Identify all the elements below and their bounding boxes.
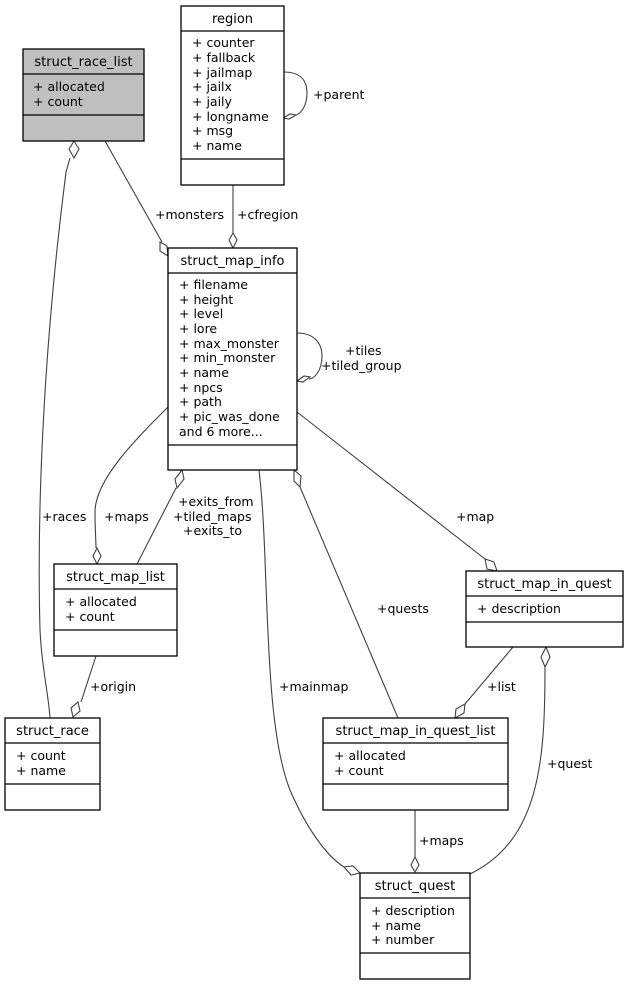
class-member: + allocated (334, 748, 406, 763)
class-struct-map-list[interactable]: struct_map_list + allocated + count (53, 563, 178, 657)
edge-label-monsters: +monsters (155, 207, 224, 222)
class-member: + filename (179, 277, 248, 292)
edge-region-parent-diamond (281, 113, 298, 120)
class-member: + min_monster (179, 350, 276, 365)
edge-maps-list-diamond (92, 546, 102, 566)
edge-exits-diamond (174, 468, 185, 490)
class-member: + npcs (179, 380, 223, 395)
class-member: + pic_was_done (179, 409, 280, 424)
edge-monsters (104, 140, 163, 243)
class-member: + description (371, 903, 455, 918)
edge-origin (80, 655, 97, 703)
class-member: + level (179, 306, 223, 321)
edge-map-info-self (296, 332, 323, 380)
edge-label-tiled-group: +tiled_group (321, 358, 402, 373)
edge-label-quests: +quests (377, 601, 429, 616)
edge-quest (469, 666, 546, 875)
class-struct-quest[interactable]: struct_quest + description + name + numb… (359, 872, 471, 980)
edge-label-races: +races (42, 509, 86, 524)
edge-map (296, 411, 486, 560)
edge-label-tiles: +tiles (345, 343, 382, 358)
class-member: + number (371, 932, 435, 947)
edge-quest-diamond (540, 645, 551, 669)
edge-quests-diamond (293, 468, 302, 489)
class-member: + counter (192, 35, 255, 50)
edge-exits (136, 487, 177, 565)
class-member: + longname (192, 109, 269, 124)
edge-label-parent: +parent (313, 87, 365, 102)
class-member: + name (371, 918, 421, 933)
class-member: + count (16, 748, 66, 763)
class-member: + lore (179, 321, 217, 336)
edge-monsters-diamond (159, 241, 169, 258)
edge-map-diamond (484, 558, 498, 572)
class-struct-map-in-quest[interactable]: struct_map_in_quest + description (465, 570, 624, 648)
class-member: + jailx (192, 79, 232, 94)
class-struct-map-in-quest-list[interactable]: struct_map_in_quest_list + allocated + c… (322, 717, 509, 811)
class-member: + name (192, 138, 242, 153)
class-member: + count (334, 763, 384, 778)
class-member: + max_monster (179, 336, 280, 351)
edge-label-origin: +origin (90, 679, 136, 694)
class-member: + name (16, 763, 66, 778)
edge-origin-diamond (70, 700, 81, 719)
edge-maps-list (94, 406, 169, 549)
class-member: + allocated (33, 79, 105, 94)
class-member: + description (477, 601, 561, 616)
edge-label-exits-from: +exits_from (178, 494, 254, 509)
edge-label-mainmap: +mainmap (279, 679, 349, 694)
class-member: + name (179, 365, 229, 380)
edge-region-parent (283, 71, 308, 116)
edge-races-diamond (68, 139, 80, 160)
edge-list-diamond (454, 703, 466, 719)
class-member: + height (179, 292, 233, 307)
class-title: struct_race (16, 724, 89, 739)
edge-label-cfregion: +cfregion (237, 207, 298, 222)
edge-label-maps-list: +maps (104, 509, 149, 524)
edges: +parent +monsters +cfregion +tiles +tile… (38, 71, 593, 876)
class-member: + allocated (65, 594, 137, 609)
class-title: struct_map_in_quest_list (336, 724, 496, 739)
class-title: struct_race_list (34, 55, 132, 70)
edge-label-map: +map (456, 509, 494, 524)
edge-mainmap (258, 469, 345, 868)
edge-label-exits-to: +exits_to (183, 523, 242, 538)
class-title: region (212, 12, 253, 27)
class-member: + count (65, 609, 115, 624)
class-member: + path (179, 394, 222, 409)
class-member: + msg (192, 123, 233, 138)
class-struct-map-info[interactable]: struct_map_info + filename + height + le… (167, 247, 298, 471)
class-member: and 6 more... (179, 424, 263, 439)
edge-label-quest: +quest (547, 756, 593, 771)
class-title: struct_quest (375, 879, 456, 894)
class-struct-race-list[interactable]: struct_race_list + allocated + count (22, 48, 145, 142)
edge-list (464, 646, 514, 705)
class-title: struct_map_in_quest (477, 577, 611, 592)
class-member: + fallback (192, 50, 256, 65)
class-title: struct_map_info (181, 254, 285, 269)
edge-map-info-self-diamond (295, 375, 312, 383)
edge-mainmap-diamond (342, 865, 362, 876)
edge-label-list: +list (487, 679, 516, 694)
edge-label-maps-quest: +maps (419, 833, 464, 848)
class-member: + jaily (192, 94, 233, 109)
edge-cfregion-diamond (228, 231, 238, 250)
edge-races (38, 157, 71, 719)
edge-label-tiled-maps: +tiled_maps (173, 509, 251, 524)
class-region[interactable]: region + counter + fallback + jailmap + … (180, 5, 285, 186)
class-member: + jailmap (192, 65, 252, 80)
edge-maps-quest-diamond (410, 855, 420, 874)
class-title: struct_map_list (66, 570, 165, 585)
class-struct-race[interactable]: struct_race + count + name (4, 717, 101, 811)
class-member: + count (33, 94, 83, 109)
edge-quests (299, 486, 399, 719)
